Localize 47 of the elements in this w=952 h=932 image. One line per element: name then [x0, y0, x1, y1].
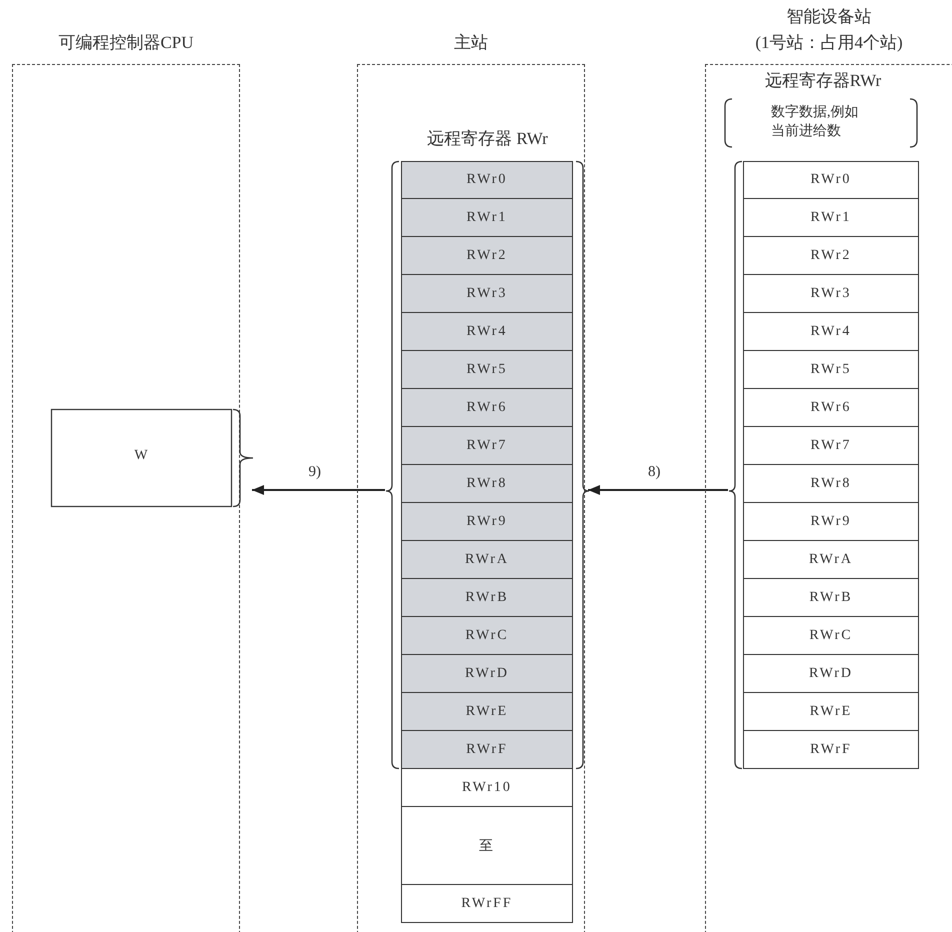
register-cell: RWrD	[743, 655, 919, 693]
register-heading: 远程寄存器 RWr	[426, 128, 549, 150]
register-cell: RWr5	[743, 351, 919, 389]
arrow	[588, 485, 728, 495]
register-cell: RWrB	[401, 579, 573, 617]
register-cell: RWrD	[401, 655, 573, 693]
register-cell: RWr7	[401, 427, 573, 465]
register-heading: 远程寄存器RWr	[764, 70, 882, 92]
register-cell: RWr2	[743, 237, 919, 275]
register-cell: 至	[401, 807, 573, 885]
register-cell: RWr0	[743, 161, 919, 199]
register-cell: RWrC	[743, 617, 919, 655]
register-cell: RWr3	[743, 275, 919, 313]
register-cell: RWr9	[401, 503, 573, 541]
register-cell: RWrFF	[401, 885, 573, 923]
register-cell: RWr2	[401, 237, 573, 275]
register-cell: RWr8	[743, 465, 919, 503]
register-cell: RWrB	[743, 579, 919, 617]
register-cell: RWr6	[401, 389, 573, 427]
register-cell: RWr5	[401, 351, 573, 389]
arrow	[252, 485, 385, 495]
register-cell: RWrF	[743, 731, 919, 769]
station-title: 主站	[453, 32, 489, 54]
register-cell: RWr0	[401, 161, 573, 199]
register-cell: RWr4	[743, 313, 919, 351]
register-cell: RWrC	[401, 617, 573, 655]
register-cell: RWr6	[743, 389, 919, 427]
station-title: 智能设备站	[786, 6, 872, 28]
register-cell: RWr1	[401, 199, 573, 237]
register-cell: RWr3	[401, 275, 573, 313]
note-text: 数字数据,例如当前进给数	[771, 103, 860, 141]
edge-label: 8)	[646, 464, 662, 481]
edge-label: 9)	[306, 464, 323, 481]
register-cell: RWrE	[401, 693, 573, 731]
register-cell: RWrA	[743, 541, 919, 579]
register-cell: RWr8	[401, 465, 573, 503]
register-label: W	[133, 448, 149, 464]
register-cell: RWr10	[401, 769, 573, 807]
register-cell: RWr4	[401, 313, 573, 351]
register-cell: RWr7	[743, 427, 919, 465]
register-cell: RWr9	[743, 503, 919, 541]
station-title: 可编程控制器CPU	[57, 32, 195, 54]
register-cell: RWrA	[401, 541, 573, 579]
station-title: (1号站：占用4个站)	[754, 32, 904, 54]
register-cell: RWrF	[401, 731, 573, 769]
register-cell: RWrE	[743, 693, 919, 731]
register-cell: RWr1	[743, 199, 919, 237]
